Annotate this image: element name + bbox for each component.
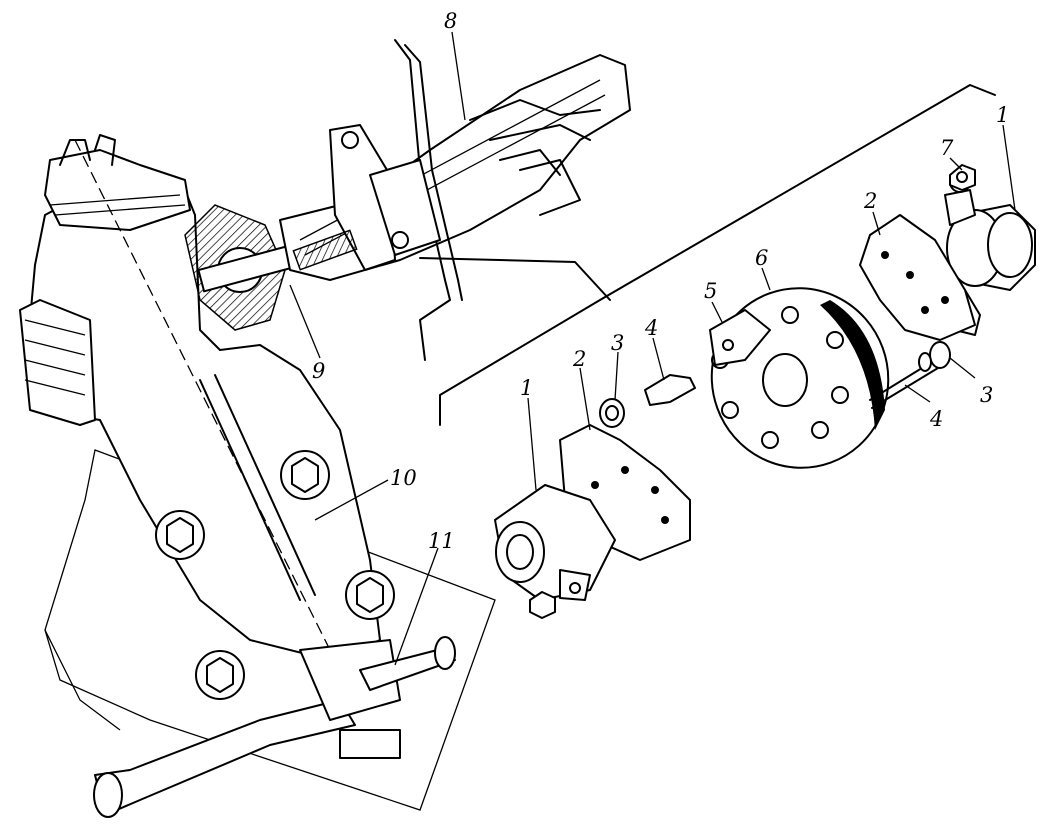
- steering-column: [279, 39, 631, 361]
- mounting-bolt: [345, 570, 395, 620]
- callout-5: 5: [704, 279, 717, 303]
- callout-8: 8: [444, 9, 457, 33]
- callout-2-left: 2: [572, 347, 586, 371]
- callout-7: 7: [940, 136, 954, 160]
- callout-11: 11: [428, 529, 455, 553]
- callout-4-upper: 4: [644, 316, 658, 340]
- bolt-right: [869, 341, 951, 409]
- nut-part-7: [949, 164, 976, 191]
- mounting-bolt: [155, 510, 205, 560]
- callout-4-right: 4: [929, 407, 943, 431]
- callout-9: 9: [312, 359, 325, 383]
- leader-line: [419, 257, 611, 301]
- callout-2-right: 2: [863, 189, 877, 213]
- callout-3-upper: 3: [611, 331, 624, 355]
- bolt-upper: [599, 374, 696, 428]
- plate-part-5: [709, 309, 771, 366]
- callout-leaders: [289, 31, 1016, 666]
- mounting-bolt: [280, 450, 330, 500]
- callout-1-right: 1: [996, 103, 1009, 127]
- callout-6: 6: [755, 246, 768, 270]
- drag-link: [93, 636, 456, 818]
- exploded-view-bracket: [439, 84, 996, 426]
- callout-10: 10: [390, 466, 417, 490]
- yoke-flange-left: [494, 484, 616, 619]
- callout-1-left: 1: [520, 376, 533, 400]
- mounting-bolt: [195, 650, 245, 700]
- half-plate-right: [859, 214, 976, 341]
- callout-3-right: 3: [980, 383, 993, 407]
- steering-gear-housing: [19, 134, 496, 811]
